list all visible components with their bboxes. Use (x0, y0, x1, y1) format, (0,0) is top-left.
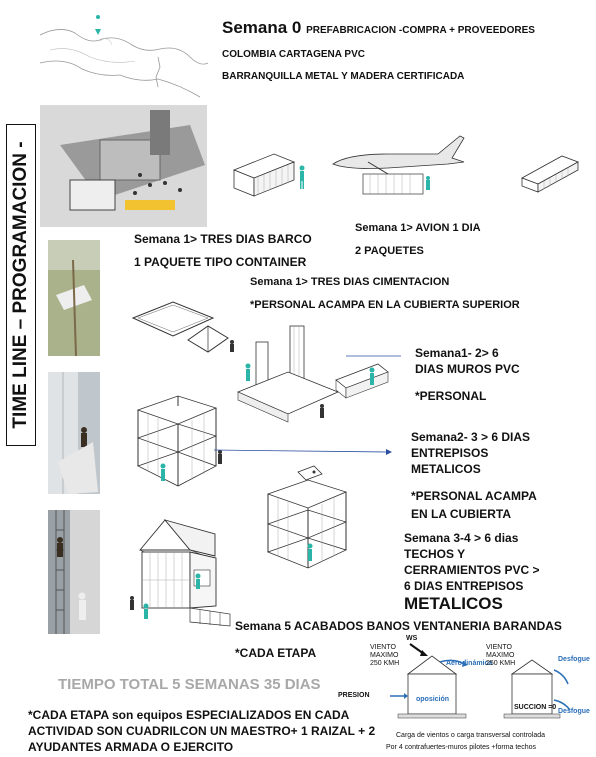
ship-photo (40, 105, 207, 227)
caribbean-map (39, 15, 209, 98)
total-time: TIEMPO TOTAL 5 SEMANAS 35 DIAS (58, 676, 321, 693)
wind-load-diagram: WS VIENTO MAXIMO 250 KMH Aerodinámica PR… (338, 634, 590, 754)
week1-foundation-line1: Semana 1> TRES DIAS CIMENTACION (250, 276, 450, 288)
ladder-photo (48, 510, 100, 634)
week5-line2: *CADA ETAPA (235, 646, 317, 660)
week0-heading: Semana 0 PREFABRICACION -COMPRA + PROVEE… (222, 18, 535, 38)
week12-line3: *PERSONAL (415, 389, 487, 403)
foundation-platform-illustration (131, 301, 234, 353)
week12-line1: Semana1- 2> 6 (415, 346, 499, 360)
week23-line2: ENTREPISOS (411, 446, 489, 460)
week1-foundation-line2: *PERSONAL ACAMPA EN LA CUBIERTA SUPERIOR (250, 299, 520, 311)
week12-line2: DIAS MUROS PVC (415, 362, 520, 376)
pointer-arrow-2 (213, 449, 392, 455)
week34-line4: 6 DIAS ENTREPISOS (404, 579, 524, 593)
timeline-vertical-title: TIME LINE – PROGRAMACION - (6, 124, 36, 446)
wind-right-maximo: MAXIMO (486, 652, 515, 659)
small-container-illustration (521, 155, 579, 193)
week23-line4: *PERSONAL ACAMPA (411, 489, 537, 503)
week5-line1: Semana 5 ACABADOS BANOS VENTANERIA BARAN… (235, 619, 562, 633)
pvc-walls-illustration (236, 325, 389, 423)
week23-line1: Semana2- 3 > 6 DIAS (411, 430, 531, 444)
wind-left-maximo: MAXIMO (370, 652, 399, 659)
week34-line2: TECHOS Y (404, 547, 466, 561)
footnote-line2: ACTIVIDAD SON CUADRILCON UN MAESTRO+ 1 R… (28, 724, 376, 738)
week0-title: Semana 0 (222, 18, 302, 37)
foundation-photo (48, 240, 100, 356)
week0-line3: BARRANQUILLA METAL Y MADERA CERTIFICADA (222, 71, 465, 82)
week1-plane-line1: Semana 1> AVION 1 DIA (355, 222, 481, 234)
wind-caption-1: Carga de vientos o carga transversal con… (396, 732, 546, 739)
week34-line5: METALICOS (404, 594, 503, 613)
wall-photo (48, 372, 100, 494)
desfogue-top-label: Desfogue (558, 656, 590, 663)
ws-label: WS (406, 635, 418, 642)
airplane-illustration (332, 135, 465, 195)
week23-line5: EN LA CUBIERTA (411, 507, 511, 521)
wind-caption-2: Por 4 contrafuertes-muros pilotes +forma… (386, 744, 536, 751)
week34-line1: Semana 3-4 > 6 dias (404, 531, 519, 545)
week1-boat-line2: 1 PAQUETE TIPO CONTAINER (134, 255, 307, 269)
wind-left-kmh: 250 KMH (370, 660, 400, 667)
wind-right-kmh: 250 KMH (486, 660, 516, 667)
week1-plane-line2: 2 PAQUETES (355, 245, 424, 257)
wind-left-viento: VIENTO (370, 644, 396, 651)
pointer-line-1 (346, 355, 401, 357)
aerodinamica-label: Aerodinámica (446, 660, 493, 667)
footnote-line1: *CADA ETAPA son equipos ESPECIALIZADOS E… (28, 708, 350, 722)
week23-line3: METALICOS (411, 462, 481, 476)
week0-subtitle: PREFABRICACION -COMPRA + PROVEEDORES (306, 25, 535, 36)
week34-line3: CERRAMIENTOS PVC > (404, 563, 540, 577)
wind-right-viento: VIENTO (486, 644, 512, 651)
oposicion-label: oposición (416, 696, 450, 703)
desfogue-bottom-label: Desfogue (558, 708, 590, 715)
container-illustration (232, 153, 305, 197)
house-illustration (130, 519, 231, 627)
roof-structure-illustration (266, 465, 348, 569)
week0-line2: COLOMBIA CARTAGENA PVC (222, 49, 365, 60)
succion-label: SUCCION =0 (514, 704, 557, 711)
footnote-line3: AYUDANTES ARMADA O EJERCITO (28, 740, 234, 754)
week1-boat-line1: Semana 1> TRES DIAS BARCO (134, 232, 312, 246)
presion-label: PRESION (338, 692, 370, 699)
metal-frame-illustration (136, 395, 222, 487)
